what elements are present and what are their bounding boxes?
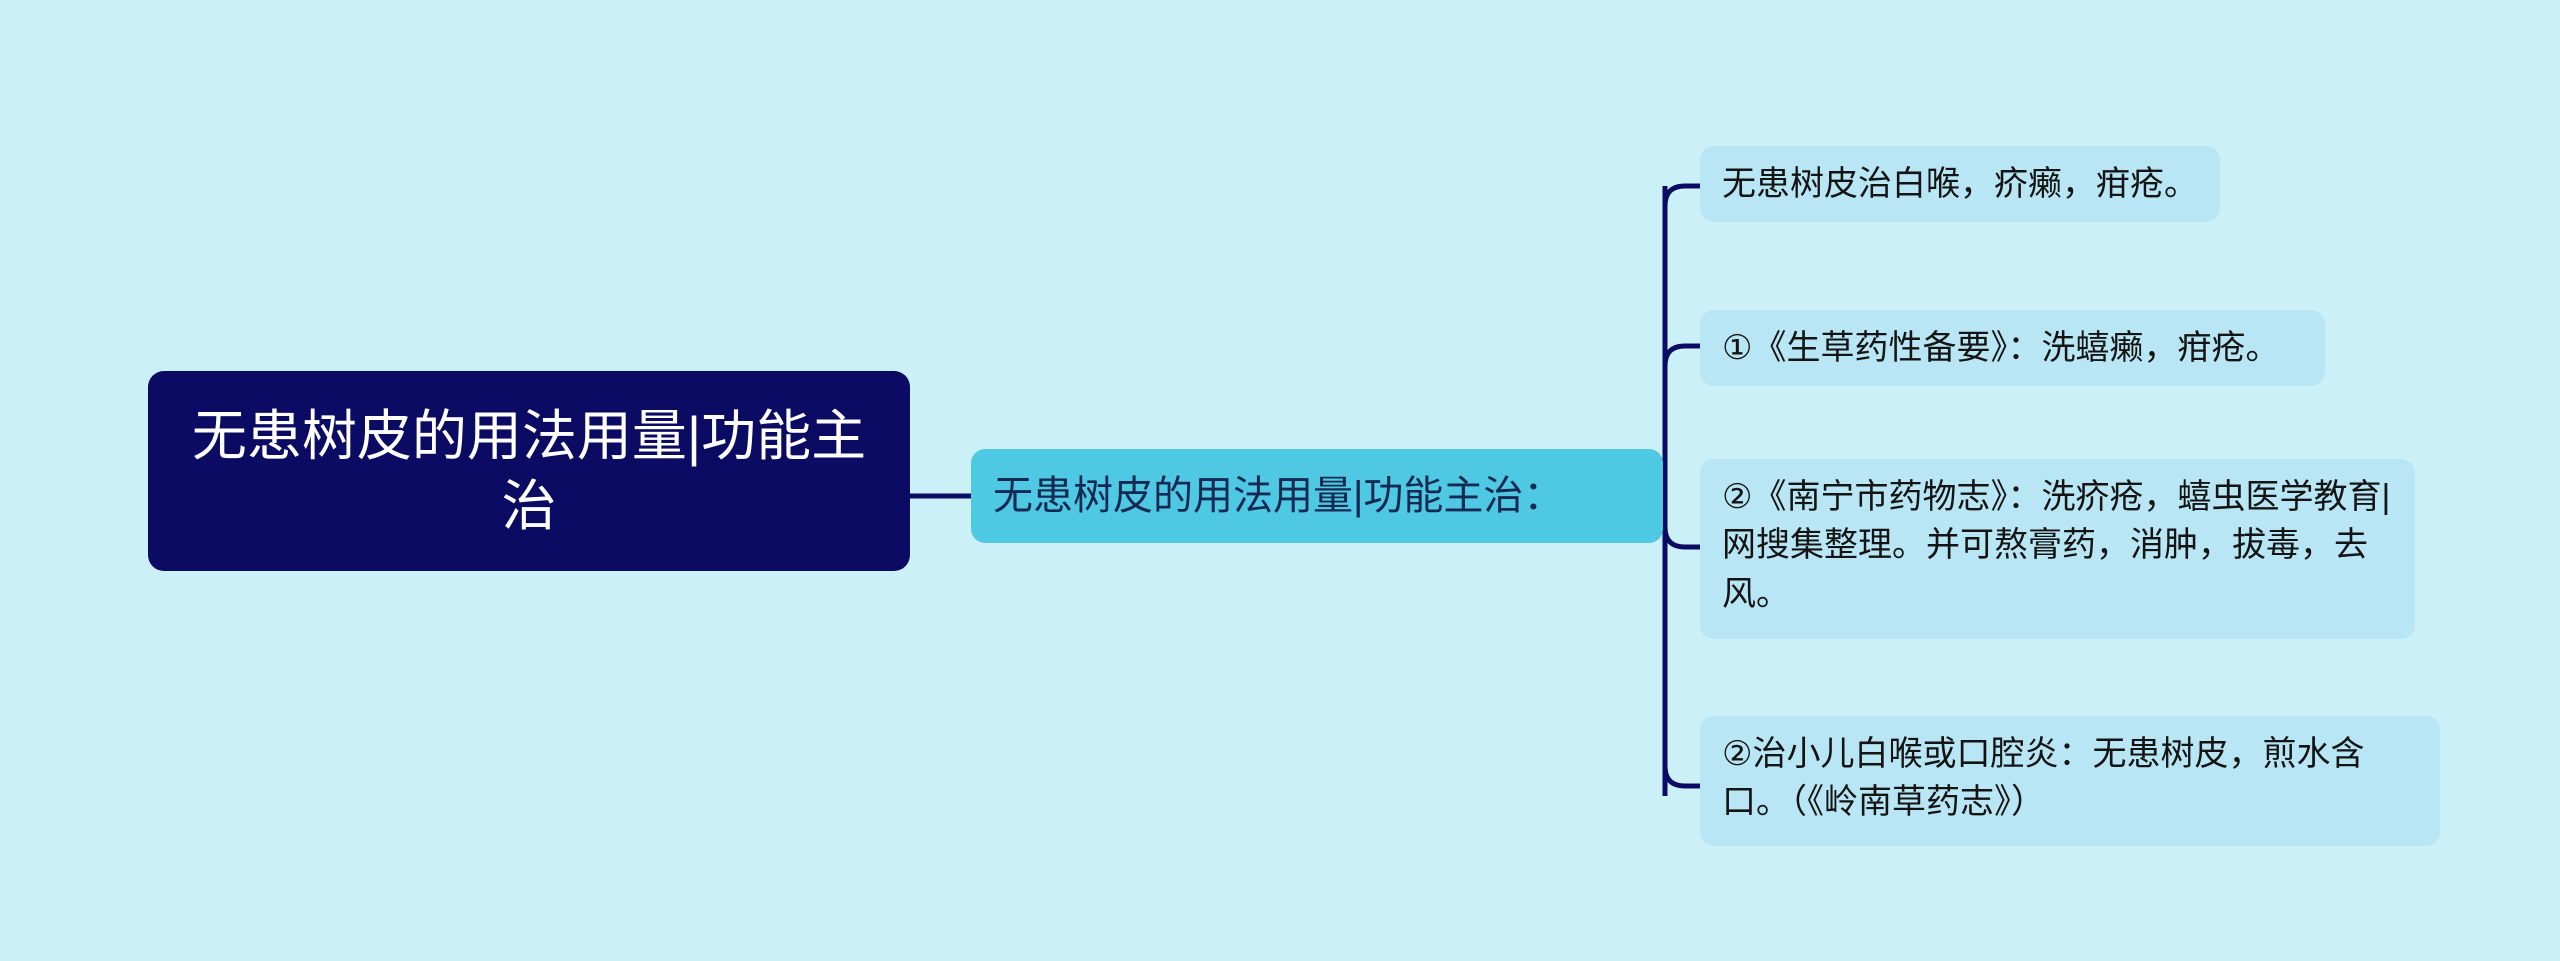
root-node-label: 无患树皮的用法用量|功能主治 <box>191 404 867 537</box>
leaf-node-1-label: 无患树皮治白喉，疥癞，疳疮。 <box>1722 165 2198 203</box>
connector-leaf-1 <box>1662 183 1700 207</box>
branch-node[interactable]: 无患树皮的用法用量|功能主治： <box>971 449 1663 543</box>
leaf-node-1[interactable]: 无患树皮治白喉，疥癞，疳疮。 <box>1700 146 2220 223</box>
connector-leaf-3 <box>1662 526 1700 550</box>
root-node[interactable]: 无患树皮的用法用量|功能主治 <box>148 371 910 571</box>
connector-leaf-4 <box>1662 765 1700 789</box>
leaf-node-4[interactable]: ②治小儿白喉或口腔炎：无患树皮，煎水含口。（《岭南草药志》） <box>1700 716 2440 846</box>
branch-node-label: 无患树皮的用法用量|功能主治： <box>993 474 1564 518</box>
leaf-node-3-label: ②《南宁市药物志》：洗疥疮，蟢虫医学教育|网搜集整理。并可熬膏药，消肿，拔毒，去… <box>1722 478 2391 613</box>
leaf-node-2[interactable]: ①《生草药性备要》：洗蟢癞，疳疮。 <box>1700 310 2325 387</box>
connector-leaf-2 <box>1662 343 1700 367</box>
leaf-node-4-label: ②治小儿白喉或口腔炎：无患树皮，煎水含口。（《岭南草药志》） <box>1722 735 2365 822</box>
leaf-node-3[interactable]: ②《南宁市药物志》：洗疥疮，蟢虫医学教育|网搜集整理。并可熬膏药，消肿，拔毒，去… <box>1700 459 2415 639</box>
leaf-node-2-label: ①《生草药性备要》：洗蟢癞，疳疮。 <box>1722 329 2280 367</box>
